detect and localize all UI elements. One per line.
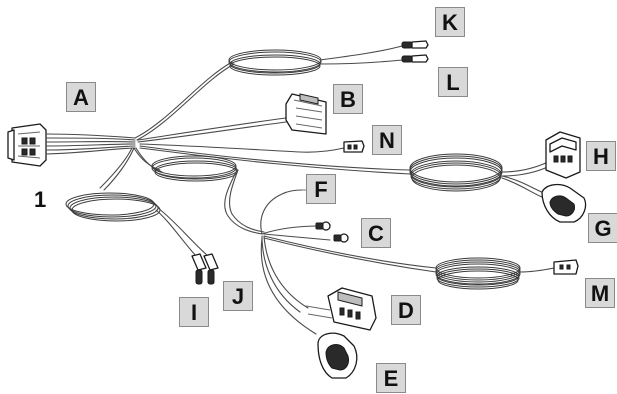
callout-g: G [588, 213, 617, 243]
callout-a: A [66, 82, 96, 112]
callout-e: E [376, 363, 406, 393]
callout-l: L [438, 67, 468, 97]
callout-j: J [223, 281, 253, 311]
main-connector [7, 123, 47, 167]
connector-d [305, 287, 377, 331]
callout-f: F [306, 174, 336, 204]
branch-b [137, 93, 327, 143]
callout-b: B [333, 84, 363, 114]
callout-i: I [179, 297, 209, 327]
callout-h: H [586, 141, 616, 171]
connector-g [541, 183, 587, 223]
branch-middle [133, 147, 579, 379]
branch-hg [139, 131, 587, 223]
dark-coil-m [435, 257, 521, 290]
callout-m: M [585, 278, 615, 308]
callout-k: K [435, 7, 465, 37]
branch-n [139, 140, 365, 153]
callout-c: C [361, 218, 391, 248]
branch-ij [65, 147, 219, 285]
trunk-bundle [45, 133, 136, 155]
callout-d: D [391, 295, 421, 325]
connector-b [285, 93, 327, 135]
callout-n: N [372, 125, 402, 155]
connector-e [317, 332, 358, 379]
figure-number: 1 [34, 187, 47, 212]
connector-h [545, 131, 581, 179]
branch-kl [134, 40, 429, 141]
